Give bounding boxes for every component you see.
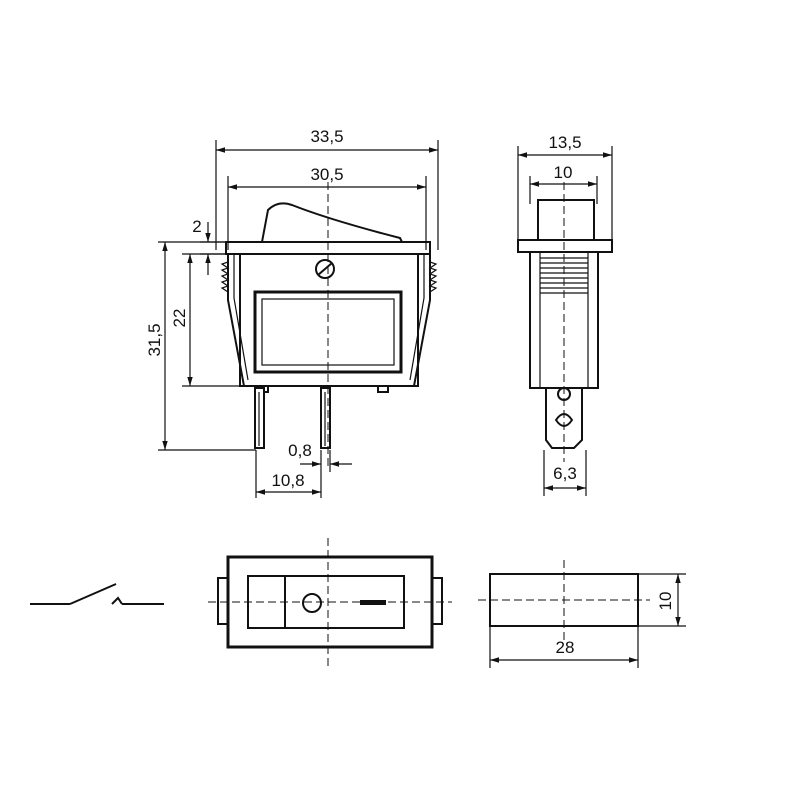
left-clip-teeth [220,261,230,293]
dim-pin-spacing: 10,8 [271,471,304,490]
front-dimensions: 33,5 30,5 2 31,5 22 0,8 10,8 [145,127,439,498]
switch-symbol-icon [30,583,164,605]
on-mark-icon [360,600,386,605]
side-ribs [540,257,588,294]
dim-cutout-width: 28 [556,638,575,657]
dim-total-height: 31,5 [145,323,164,356]
front-view [220,182,438,470]
dim-side-body-width: 10 [554,163,573,182]
rocker-actuator [260,202,404,243]
screw-icon [315,259,335,279]
cutout-view [478,560,650,640]
dim-front-body-width: 30,5 [310,165,343,184]
side-dimensions: 13,5 10 6,3 [517,133,613,496]
dim-side-total-width: 13,5 [548,133,581,152]
off-mark-icon [302,593,322,613]
right-snap-clip-inner [409,254,425,381]
dim-body-height: 22 [170,309,189,328]
dim-front-total-width: 33,5 [310,127,343,146]
right-clip-teeth [428,261,438,293]
dim-terminal-width: 6,3 [553,464,577,483]
left-snap-clip [227,254,245,387]
right-snap-clip [413,254,431,387]
dim-pin-thickness: 0,8 [288,441,312,460]
side-view [517,182,613,462]
dim-cutout-height: 10 [656,592,675,611]
front-body [239,253,419,387]
dim-flange-thickness: 2 [192,217,201,236]
side-actuator [537,199,595,241]
left-snap-clip-inner [233,254,249,381]
cutout-dimensions: 10 28 [489,573,686,668]
side-flange [517,239,613,253]
top-view [208,538,452,668]
